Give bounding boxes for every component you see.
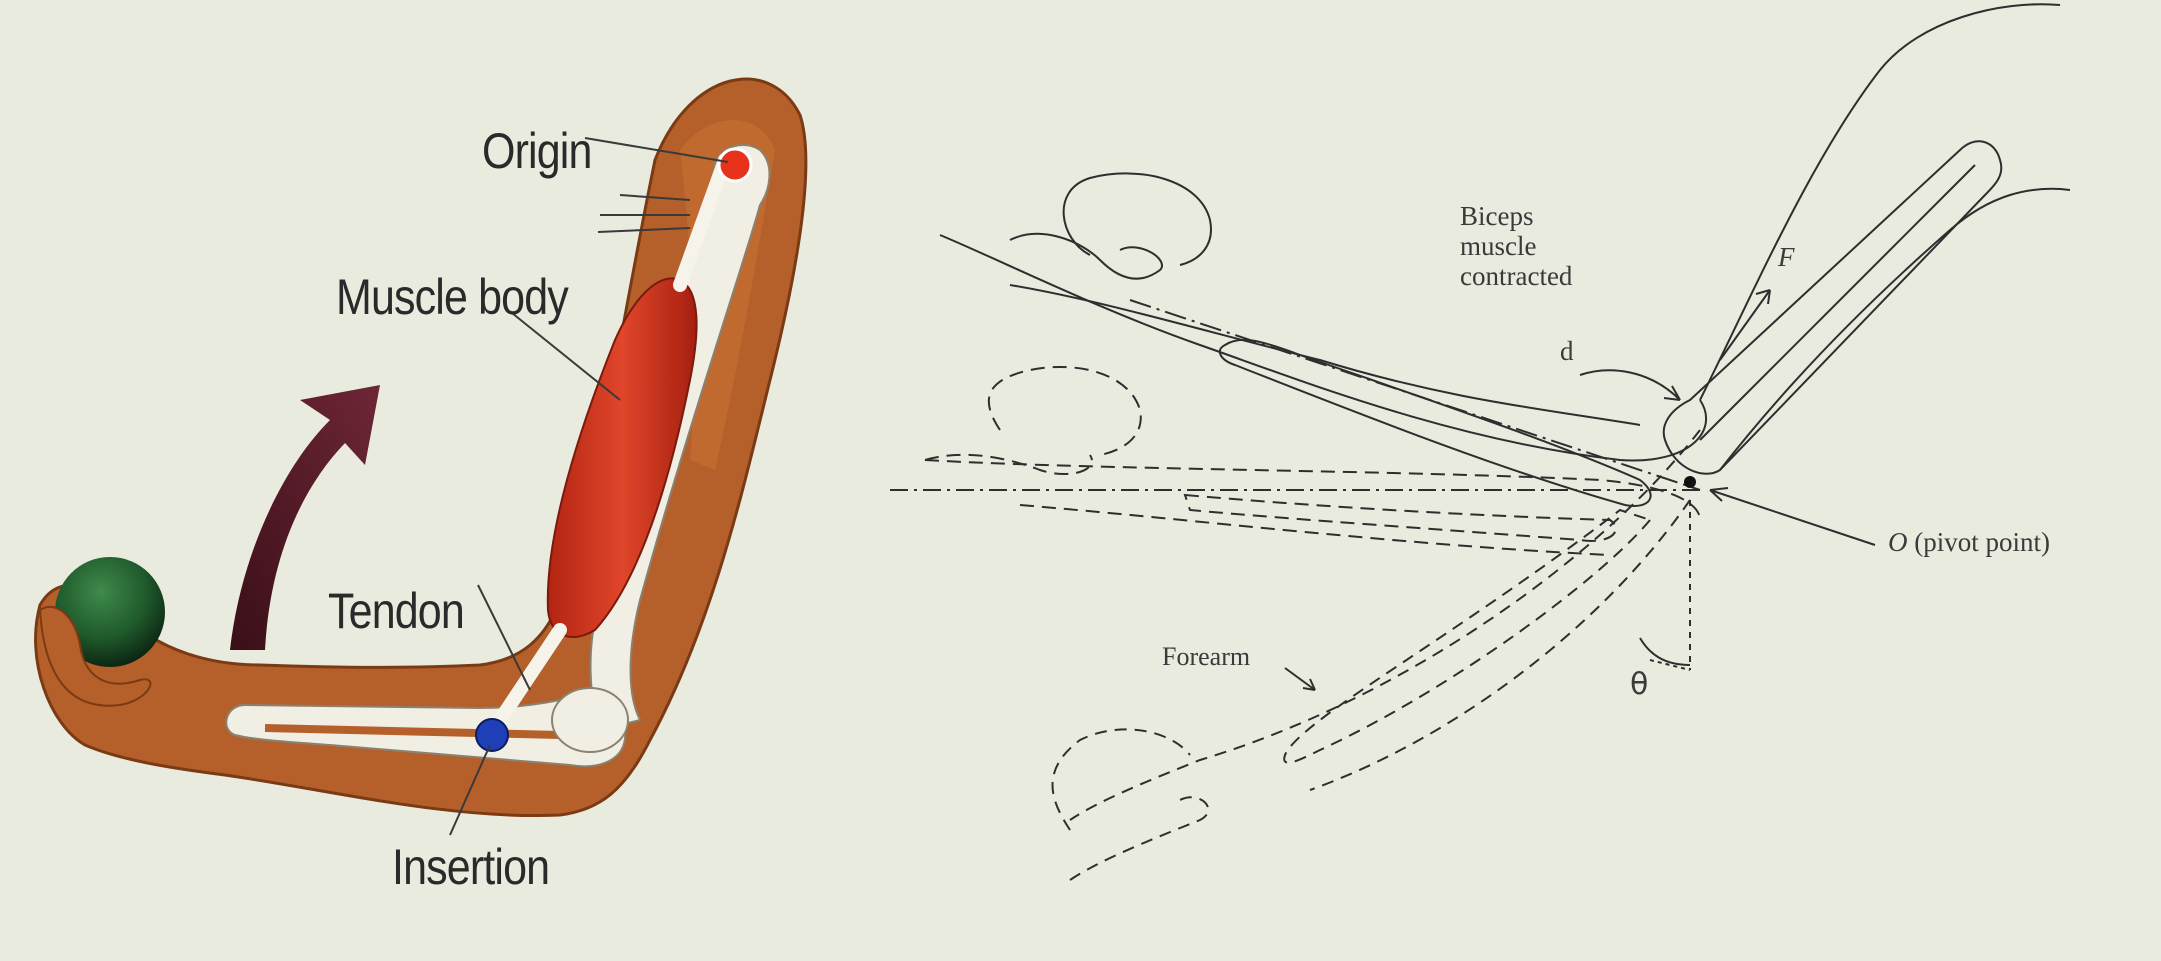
rotation-arrow xyxy=(230,385,380,650)
insertion-label: Insertion xyxy=(392,839,550,895)
force-label: F xyxy=(1778,242,1795,272)
tendon-leader-line xyxy=(477,584,531,691)
biceps-label-line2: muscle xyxy=(1460,231,1537,261)
contracted-ball xyxy=(1062,172,1212,266)
biceps-label-line3: contracted xyxy=(1460,261,1573,291)
anatomical-arm-illustration xyxy=(34,77,808,836)
humerus-outline xyxy=(1662,140,2003,475)
origin-label: Origin xyxy=(482,123,592,179)
pivot-label: O (pivot point) xyxy=(1888,527,2050,557)
upper-tendon xyxy=(673,153,732,292)
lever-diagram xyxy=(890,3,2071,881)
insertion-dot xyxy=(475,718,509,752)
muscle-body-leader-line xyxy=(511,312,621,401)
forearm-leader-arrow xyxy=(1284,667,1316,691)
moment-arm-d-line xyxy=(1579,369,1681,401)
muscle-body-label: Muscle body xyxy=(336,269,569,325)
forearm-label: Forearm xyxy=(1162,642,1251,671)
lower-tendon xyxy=(493,623,567,727)
pivot-label-text: (pivot point) xyxy=(1914,527,2050,557)
contracted-forearm-outline xyxy=(939,234,1707,462)
biceps-label-line1: Biceps xyxy=(1460,201,1534,231)
origin-leader-line xyxy=(584,137,729,163)
insertion-leader-line xyxy=(449,744,491,836)
lowered-forearm-dashed xyxy=(1051,429,1701,881)
origin-dot xyxy=(717,147,753,183)
horizontal-forearm-dashed xyxy=(924,366,1701,556)
pivot-point-dot xyxy=(1684,476,1696,488)
distance-label: d xyxy=(1560,336,1574,366)
angle-theta-label: θ xyxy=(1630,667,1649,702)
pivot-label-o: O xyxy=(1888,527,1908,557)
tendon-label: Tendon xyxy=(328,583,465,639)
upper-arm-outline xyxy=(1699,3,2061,401)
force-arrow xyxy=(1719,289,1771,361)
ball xyxy=(55,557,165,667)
angle-theta-arc xyxy=(1639,637,1691,666)
pivot-leader-arrow xyxy=(1709,489,1876,546)
